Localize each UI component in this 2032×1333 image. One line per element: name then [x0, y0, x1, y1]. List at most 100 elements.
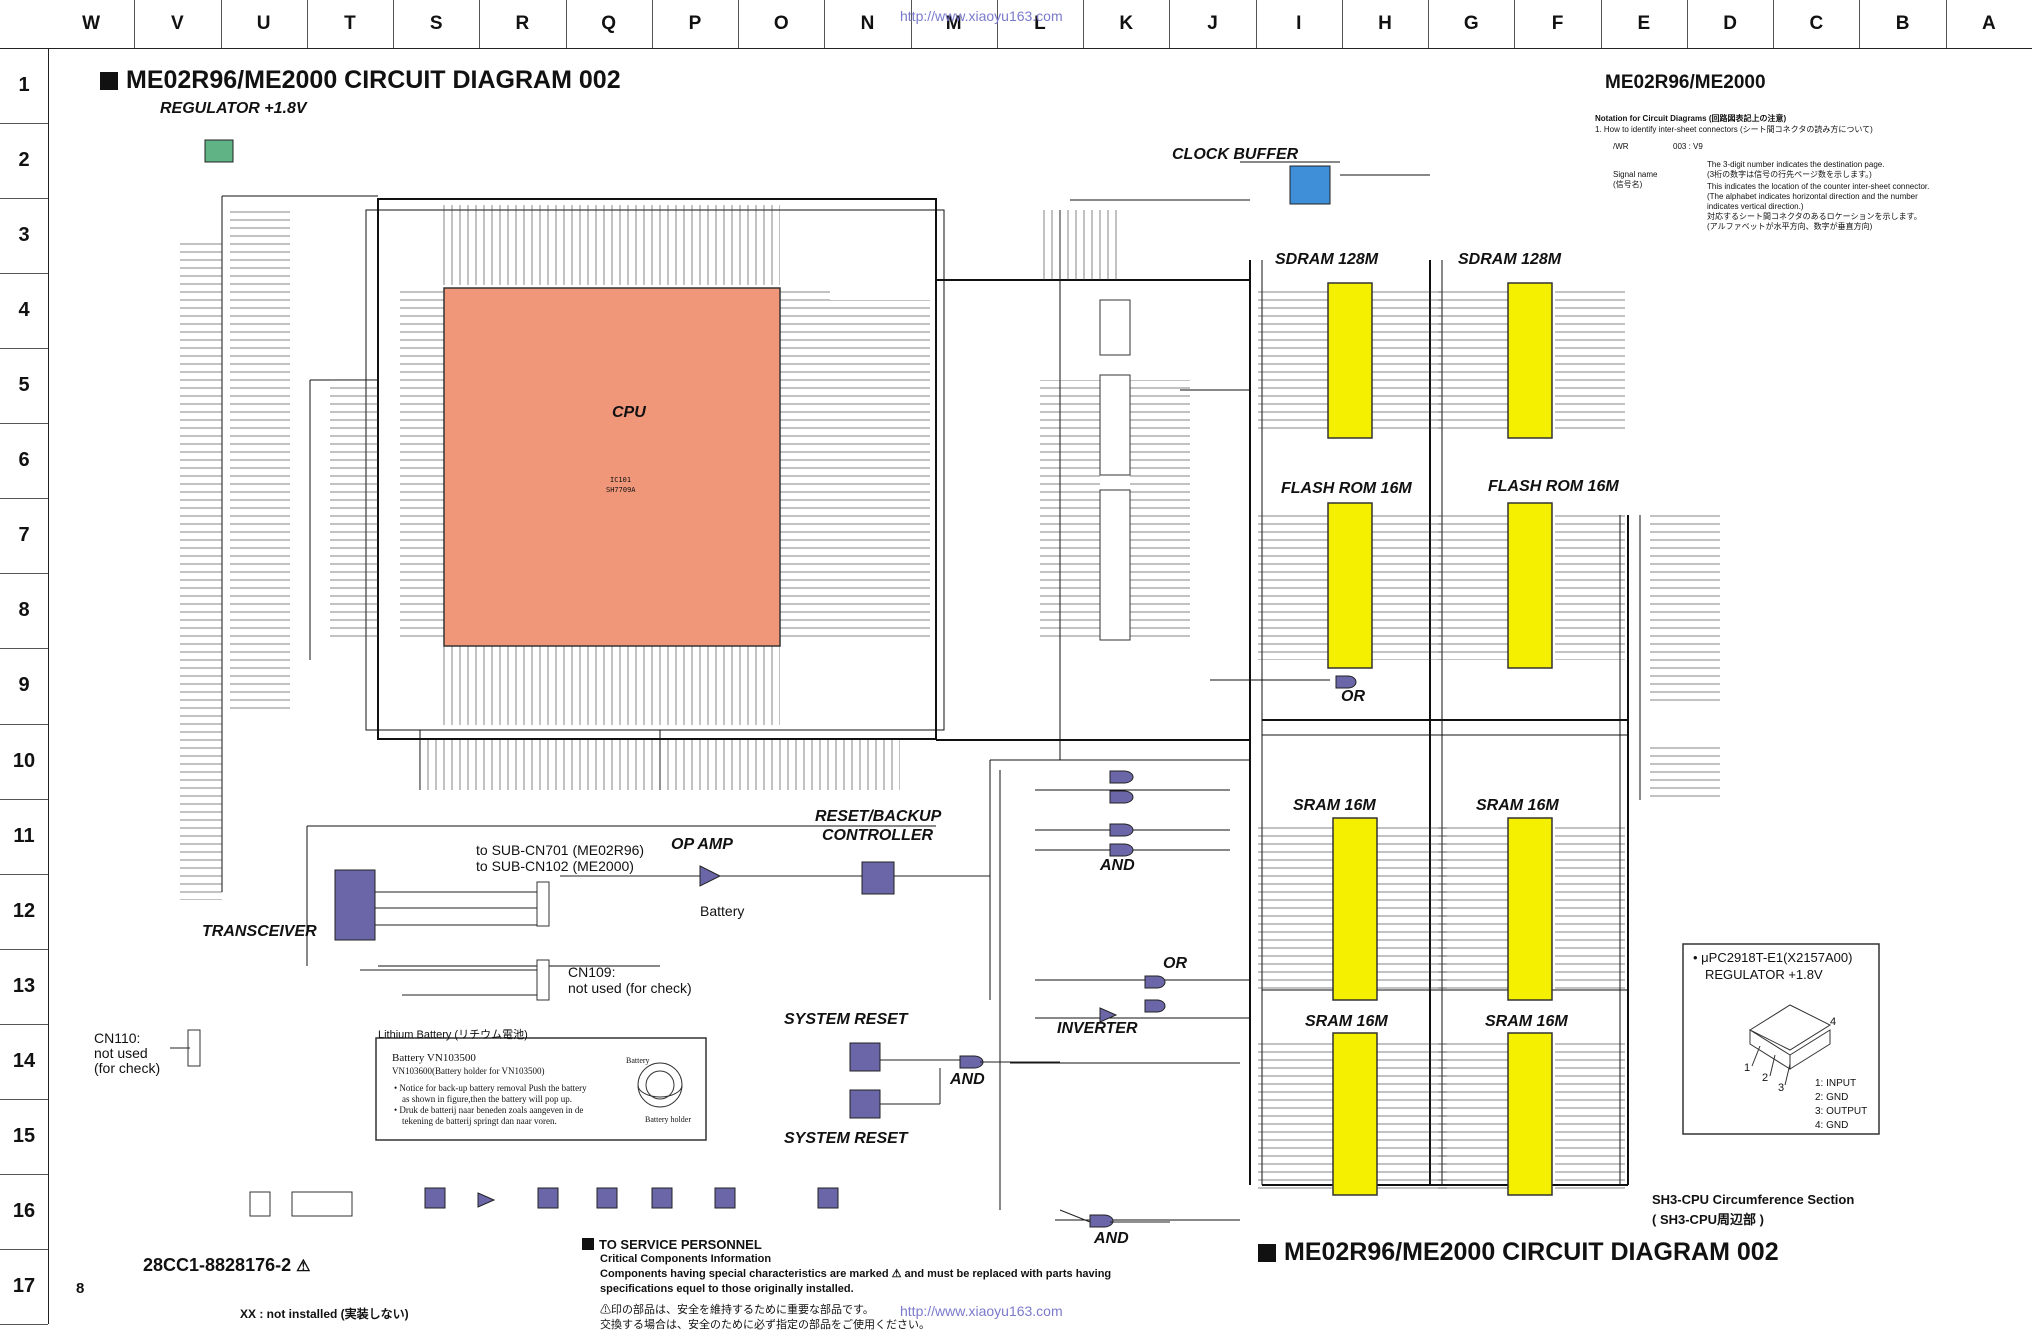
and-label-1: AND [1100, 857, 1135, 874]
regulator-box-part: • μPC2918T-E1(X2157A00) [1693, 950, 1853, 965]
or-gate-3 [1144, 999, 1166, 1013]
row-label-13: 13 [0, 949, 48, 1025]
reg-pin-num-1: 1 [1744, 1062, 1751, 1074]
column-label-q: Q [566, 0, 653, 48]
column-label-i: I [1256, 0, 1343, 48]
sdram-label-b: SDRAM 128M [1458, 251, 1562, 268]
cn109-note: not used (for check) [568, 980, 692, 996]
reg-pin-num-2: 2 [1762, 1072, 1769, 1084]
regulator-box-name: REGULATOR +1.8V [1705, 967, 1823, 982]
battery-holder-fig-label: Battery holder [645, 1115, 691, 1124]
or-gate-1 [1335, 675, 1357, 689]
cn109-label: CN109: [568, 964, 616, 980]
sh3-section-label: SH3-CPU Circumference Section [1652, 1192, 1855, 1207]
row-label-6: 6 [0, 423, 48, 500]
and-gate-2 [959, 1055, 984, 1069]
row-label-5: 5 [0, 348, 48, 425]
op-amp-symbol [699, 865, 722, 887]
purple-ics [334, 861, 895, 1209]
regulator-chip [204, 139, 234, 163]
sram-label-c: SRAM 16M [1305, 1013, 1388, 1030]
logic-gates [699, 675, 1357, 1228]
regulator-pin-list: 1: INPUT 2: GND 3: OUTPUT 4: GND [1815, 1078, 1868, 1131]
cn110-note-2: (for check) [94, 1060, 161, 1076]
column-label-b: B [1859, 0, 1947, 48]
battery-info-box [375, 1037, 707, 1141]
and-gate-b [1109, 790, 1134, 804]
watermark-bottom: http://www.xiaoyu163.com [900, 1303, 1063, 1319]
column-label-f: F [1514, 0, 1602, 48]
cn110-label: CN110: [94, 1030, 141, 1046]
battery-box-holder: VN103600(Battery holder for VN103500) [392, 1066, 545, 1076]
debug-connectors [1040, 210, 1190, 641]
column-label-s: S [393, 0, 481, 48]
row-label-10: 10 [0, 724, 48, 800]
system-reset-ic-1 [849, 1042, 881, 1072]
row-label-4: 4 [0, 273, 48, 350]
sub-cn102-label: to SUB-CN102 (ME2000) [476, 858, 634, 874]
notation-block: Notation for Circuit Diagrams (回路図表記上の注意… [1595, 114, 1930, 231]
row-label-7: 7 [0, 498, 48, 575]
row-label-3: 3 [0, 198, 48, 275]
xx-note: XX : not installed (実装しない) [240, 1307, 409, 1321]
system-reset-label-2: SYSTEM RESET [784, 1130, 908, 1147]
row-label-2: 2 [0, 123, 48, 200]
system-reset-label-1: SYSTEM RESET [784, 1011, 908, 1028]
column-label-h: H [1342, 0, 1430, 48]
diagram-title-top: ME02R96/ME2000 CIRCUIT DIAGRAM 002 [100, 66, 621, 95]
sram-label-b: SRAM 16M [1476, 797, 1559, 814]
row-label-14: 14 [0, 1024, 48, 1100]
sram-label-d: SRAM 16M [1485, 1013, 1568, 1030]
flash-label-b: FLASH ROM 16M [1488, 478, 1619, 495]
reset-backup-label: RESET/BACKUP [815, 808, 942, 825]
column-label-v: V [134, 0, 222, 48]
row-label-11: 11 [0, 799, 48, 875]
sub-cn701-label: to SUB-CN701 (ME02R96) [476, 842, 645, 858]
column-label-u: U [221, 0, 308, 48]
sram-label-a: SRAM 16M [1293, 797, 1376, 814]
regulator-label: REGULATOR +1.8V [160, 100, 307, 117]
battery-label: Battery [700, 903, 745, 919]
row-label-9: 9 [0, 648, 48, 725]
column-label-c: C [1773, 0, 1861, 48]
inverter-gate [1099, 1007, 1118, 1023]
cpu-pin-fields [400, 205, 930, 790]
cn110-note-1: not used [94, 1045, 148, 1061]
row-label-15: 15 [0, 1099, 48, 1175]
row-label-12: 12 [0, 874, 48, 950]
and-gate-3 [1089, 1214, 1114, 1228]
battery-box-title: Lithium Battery (リチウム電池) [378, 1029, 528, 1041]
doc-number: 28CC1-8828176-2 ⚠ [143, 1255, 311, 1275]
diagram-title-bottom: ME02R96/ME2000 CIRCUIT DIAGRAM 002 [1258, 1238, 1779, 1267]
sh3-section-label-jp: ( SH3-CPU周辺部 ) [1652, 1212, 1764, 1227]
transceiver-ic [334, 869, 376, 941]
column-label-m: M [911, 0, 998, 48]
regulator-package-figure [1748, 1004, 1832, 1086]
transceiver-label: TRANSCEIVER [202, 923, 317, 940]
cpu-chip [443, 287, 781, 647]
column-label-r: R [479, 0, 567, 48]
reset-controller-ic [861, 861, 895, 895]
column-label-l: L [997, 0, 1085, 48]
watermark-top: http://www.xiaoyu163.com [900, 8, 1063, 24]
sram-chips [1258, 817, 1625, 1196]
and-label-2: AND [950, 1071, 985, 1088]
inverter-label: INVERTER [1057, 1020, 1138, 1037]
model-label: ME02R96/ME2000 [1605, 72, 1766, 93]
flash-chips [1258, 502, 1625, 669]
battery-fig-label: Battery [626, 1056, 650, 1065]
left-connector-pins [180, 210, 378, 900]
column-label-o: O [738, 0, 826, 48]
column-label-t: T [307, 0, 395, 48]
right-bus-outputs [1650, 515, 1720, 800]
column-label-j: J [1169, 0, 1257, 48]
row-label-1: 1 [0, 48, 48, 125]
flash-label-a: FLASH ROM 16M [1281, 480, 1412, 497]
battery-box-notes: • Notice for back-up battery removal Pus… [394, 1083, 587, 1126]
row-label-8: 8 [0, 573, 48, 650]
connectors [187, 881, 550, 1217]
cpu-label: CPU [612, 404, 646, 421]
battery-box-model: Battery VN103500 [392, 1052, 476, 1064]
misc-wires [170, 875, 1170, 1223]
